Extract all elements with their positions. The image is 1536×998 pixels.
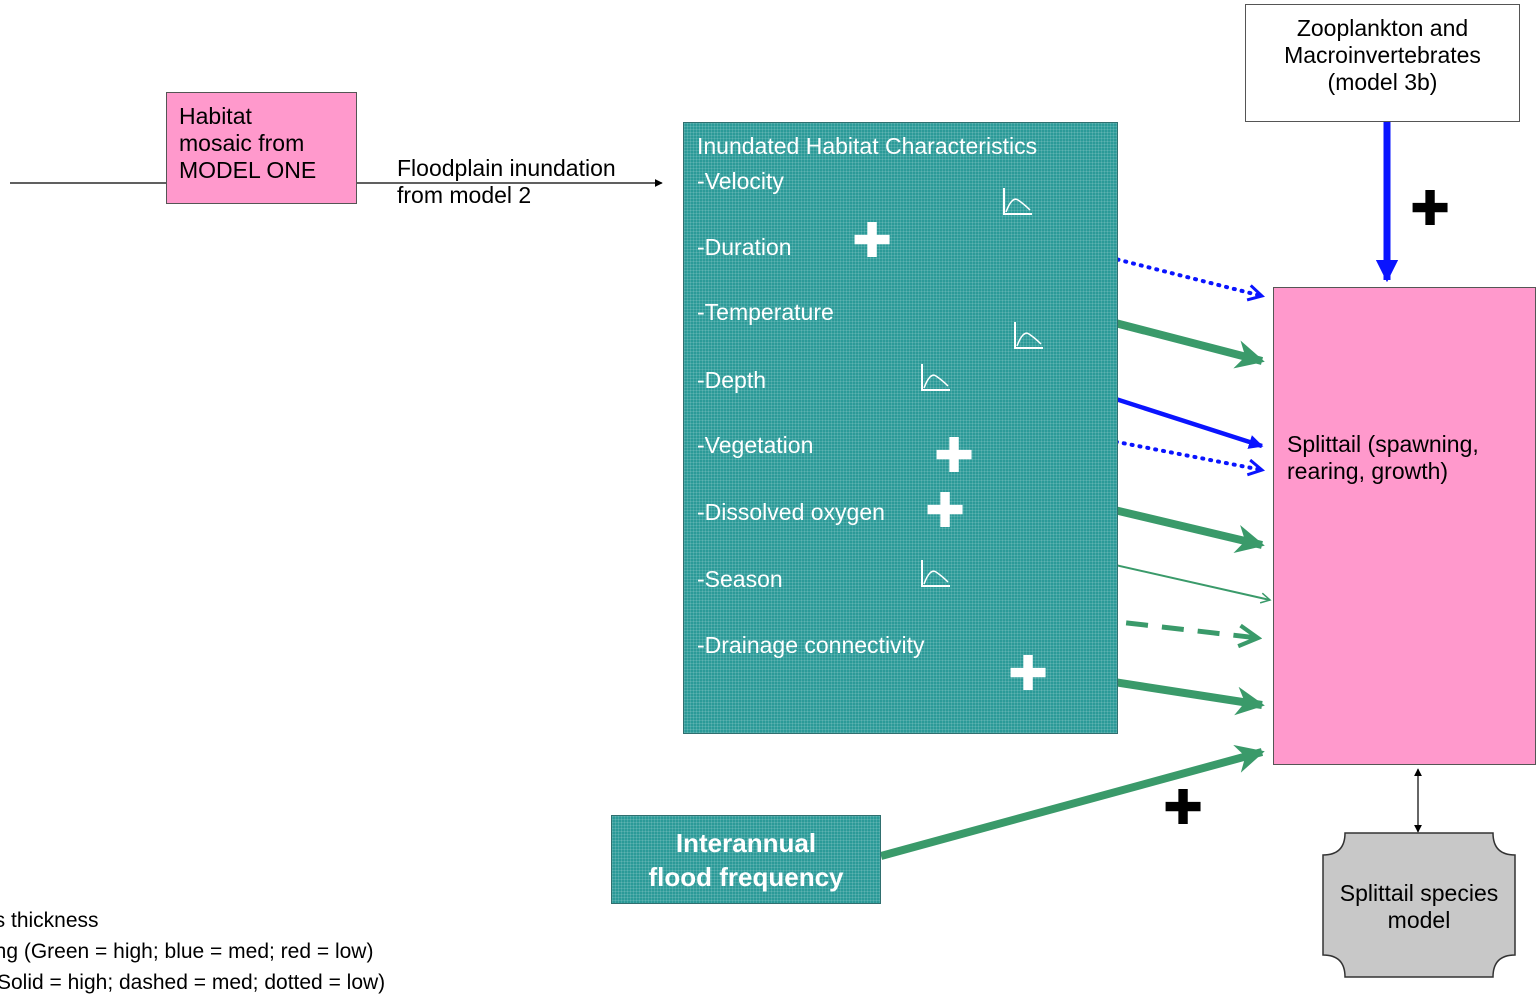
- splittail-box-line: rearing, growth): [1287, 458, 1449, 484]
- splittail-box-text: Splittail (spawning, rearing, growth): [1287, 431, 1479, 485]
- legend: is thickness ing (Green = high; blue = m…: [0, 905, 385, 998]
- species-model-shape: [1322, 832, 1516, 978]
- zooplankton-box-line: Macroinvertebrates: [1284, 42, 1481, 68]
- zooplankton-box-line: (model 3b): [1327, 69, 1438, 95]
- habitat-box-line: Habitat: [179, 103, 252, 129]
- zooplankton-box-line: Zooplankton and: [1296, 15, 1469, 41]
- panel-item-temperature: -Temperature: [697, 299, 834, 325]
- species-model-line: Splittail species: [1339, 880, 1499, 906]
- flood-frequency-line: Interannual: [675, 828, 817, 858]
- panel-item-dissolved-oxygen: -Dissolved oxygen: [697, 499, 885, 525]
- splittail-box-line: Splittail (spawning,: [1287, 431, 1479, 457]
- flood-frequency-box: Interannual flood frequency: [611, 815, 881, 904]
- panel-item-vegetation: -Vegetation: [697, 432, 814, 458]
- response-curve-icon: [1003, 188, 1032, 215]
- panel-item-duration: -Duration: [697, 234, 792, 260]
- flood-frequency-line: flood frequency: [648, 862, 844, 892]
- species-model-line: model: [1387, 907, 1451, 933]
- panel-item-depth: -Depth: [697, 367, 767, 393]
- panel-item-velocity: -Velocity: [697, 168, 784, 194]
- plus-icon: ✚: [1163, 782, 1204, 835]
- response-curve-icon: [921, 364, 950, 391]
- plus-icon: ✚: [1008, 648, 1049, 701]
- plus-icon: ✚: [852, 215, 893, 268]
- panel-title: Inundated Habitat Characteristics: [697, 133, 1038, 159]
- habitat-mosaic-box: Habitat mosaic from MODEL ONE: [166, 92, 357, 204]
- flood-frequency-arrow: [879, 744, 1265, 860]
- inundation-label-line: from model 2: [397, 182, 532, 208]
- habitat-box-line: mosaic from: [179, 130, 305, 156]
- legend-line: (Solid = high; dashed = med; dotted = lo…: [0, 971, 386, 994]
- inundated-habitat-panel: [683, 122, 1118, 734]
- legend-line: ing (Green = high; blue = med; red = low…: [0, 940, 374, 963]
- zooplankton-box: Zooplankton and Macroinvertebrates (mode…: [1245, 4, 1520, 122]
- panel-item-drainage-connectivity: -Drainage connectivity: [697, 632, 925, 658]
- plus-icon: ✚: [1410, 183, 1451, 236]
- response-curve-icon: [1014, 322, 1043, 349]
- inundation-label-line: Floodplain inundation: [397, 155, 616, 181]
- plus-icon: ✚: [925, 485, 966, 538]
- species-model-text: Splittail species model: [1323, 880, 1515, 934]
- plus-icon: ✚: [934, 430, 975, 483]
- response-curve-icon: [921, 560, 950, 587]
- habitat-box-line: MODEL ONE: [179, 157, 317, 183]
- floodplain-inundation-label: Floodplain inundation from model 2: [397, 155, 616, 209]
- legend-line: is thickness: [0, 909, 99, 932]
- panel-item-season: -Season: [697, 566, 783, 592]
- splittail-box: [1273, 287, 1536, 765]
